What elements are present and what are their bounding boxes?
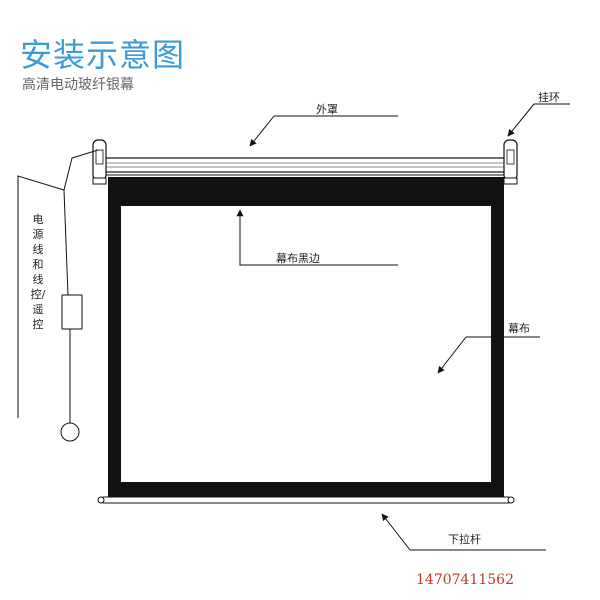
right-hang-ring (503, 139, 518, 185)
power-line-label: 电源线和线控/遥控 (30, 213, 46, 331)
power-plug (60, 422, 80, 442)
outer-casing (99, 157, 513, 176)
hang-ring-label: 挂环 (538, 91, 560, 104)
power-cord (60, 149, 99, 442)
screen-cloth (121, 206, 491, 482)
screen-cloth-callout (437, 336, 540, 374)
outer-cover-callout (249, 115, 398, 147)
outer-cover-label: 外罩 (316, 103, 338, 116)
left-hang-ring (92, 139, 107, 185)
pull-rod (97, 496, 515, 504)
hang-ring-callout (507, 103, 570, 137)
screen-cloth-label: 幕布 (508, 322, 530, 335)
wired-controller-box (61, 294, 83, 330)
pull-rod-label: 下拉杆 (448, 533, 481, 546)
black-border-label: 幕布黑边 (276, 252, 320, 265)
contact-phone: 14707411562 (416, 572, 514, 588)
power-label-bracket (17, 175, 65, 418)
diagram-title: 安装示意图 (20, 36, 186, 74)
black-border-callout (236, 209, 398, 266)
pull-rod-callout (381, 513, 546, 551)
diagram-subtitle: 高清电动玻纤银幕 (22, 77, 134, 93)
